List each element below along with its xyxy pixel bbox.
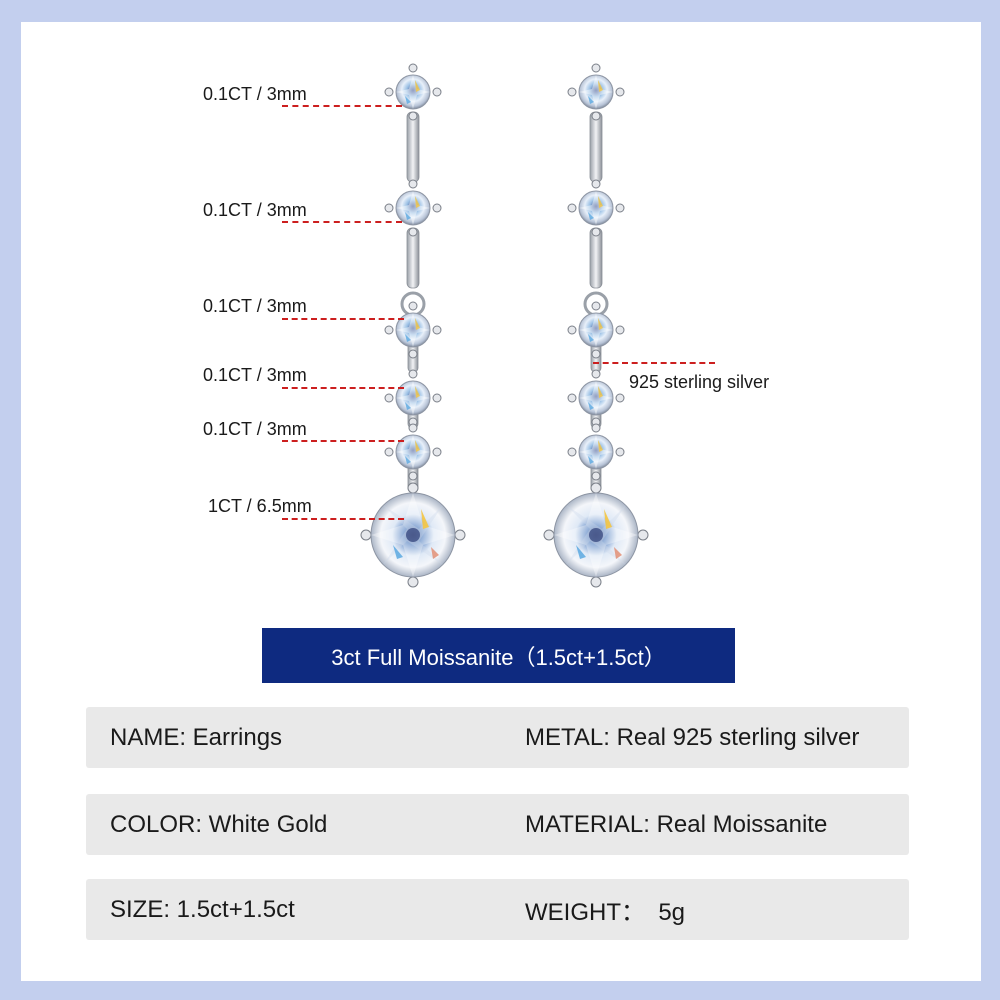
- callout-center-stone-line: [282, 518, 404, 520]
- spec-color: COLOR: White Gold: [110, 810, 328, 838]
- spec-row-color-material: COLOR: White Gold MATERIAL: Real Moissan…: [86, 794, 909, 855]
- callout-stone-4-label: 0.1CT / 3mm: [203, 365, 307, 385]
- spec-row-name-metal: NAME: Earrings METAL: Real 925 sterling …: [86, 707, 909, 768]
- right-earring-image: [544, 64, 648, 587]
- product-title: 3ct Full Moissanite（1.5ct+1.5ct）: [331, 644, 666, 670]
- callout-stone-5-line: [282, 440, 404, 442]
- callout-stone-2-line: [282, 221, 402, 223]
- spec-weight: WEIGHT： 5g: [525, 899, 686, 926]
- callout-stone-1-label: 0.1CT / 3mm: [203, 84, 307, 104]
- left-earring-image: [361, 64, 465, 587]
- callout-stone-1-line: [282, 105, 402, 107]
- product-info-panel: 0.1CT / 3mm 0.1CT / 3mm 0.1CT / 3mm 0.1C…: [21, 22, 981, 981]
- callout-stone-3-line: [282, 318, 404, 320]
- callout-center-stone-label: 1CT / 6.5mm: [208, 496, 312, 516]
- callout-metal-line: [593, 362, 715, 364]
- earrings-illustration: [21, 22, 981, 622]
- callout-stone-4-line: [282, 387, 404, 389]
- spec-metal: METAL: Real 925 sterling silver: [525, 723, 860, 751]
- spec-name: NAME: Earrings: [110, 723, 283, 751]
- callout-stone-2-label: 0.1CT / 3mm: [203, 200, 307, 220]
- spec-material: MATERIAL: Real Moissanite: [525, 810, 828, 838]
- callout-stone-3-label: 0.1CT / 3mm: [203, 296, 307, 316]
- callout-metal-label: 925 sterling silver: [629, 372, 770, 392]
- spec-row-size-weight: SIZE: 1.5ct+1.5ct WEIGHT： 5g: [86, 879, 909, 940]
- spec-size: SIZE: 1.5ct+1.5ct: [110, 895, 295, 923]
- product-title-banner: 3ct Full Moissanite（1.5ct+1.5ct）: [262, 628, 735, 683]
- callout-stone-5-label: 0.1CT / 3mm: [203, 419, 307, 439]
